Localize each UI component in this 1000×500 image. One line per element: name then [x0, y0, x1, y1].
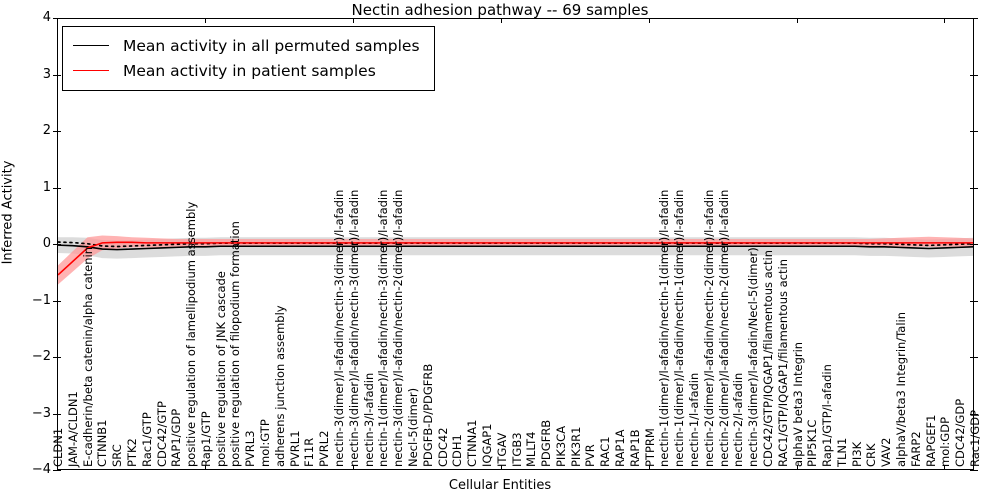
y-tick-label: 0	[42, 236, 51, 251]
plot-canvas	[58, 235, 973, 285]
y-tick-mark	[970, 357, 978, 358]
y-tick-mark	[53, 300, 61, 302]
y-tick-mark	[970, 244, 978, 245]
y-tick-mark	[53, 18, 61, 19]
y-tick-label: −1	[31, 292, 51, 308]
y-axis-label: Inferred Activity	[0, 160, 16, 265]
y-tick-mark	[970, 18, 978, 19]
y-tick-mark	[53, 413, 61, 415]
y-tick-mark	[970, 300, 978, 302]
y-tick-mark	[53, 187, 61, 189]
y-tick-label: 3	[42, 66, 51, 82]
y-tick-label: −2	[31, 349, 51, 364]
y-tick-mark	[970, 74, 978, 76]
legend-item: Mean activity in all permuted samples	[73, 33, 420, 58]
legend-line-swatch	[73, 70, 109, 71]
y-tick-mark	[53, 357, 61, 358]
legend-label: Mean activity in patient samples	[123, 61, 376, 80]
y-tick-mark	[970, 470, 978, 471]
y-tick-label: −3	[31, 405, 51, 421]
y-tick-label: 2	[42, 123, 51, 138]
y-tick-mark	[53, 244, 61, 245]
confidence-band	[58, 235, 973, 285]
plot-area	[57, 18, 974, 470]
series-line	[58, 244, 973, 251]
y-tick-mark	[970, 187, 978, 189]
y-tick-mark	[53, 131, 61, 132]
legend-line-swatch	[73, 45, 109, 46]
y-tick-mark	[53, 470, 61, 471]
y-tick-label: 1	[42, 179, 51, 195]
x-axis-label: Cellular Entities	[448, 478, 552, 493]
legend-item: Mean activity in patient samples	[73, 58, 420, 83]
series-line	[58, 241, 973, 276]
y-tick-mark	[53, 74, 61, 76]
y-tick-mark	[970, 131, 978, 132]
legend-label: Mean activity in all permuted samples	[123, 36, 420, 55]
y-tick-mark	[970, 413, 978, 415]
y-tick-label: 4	[42, 10, 51, 25]
chart-title: Nectin adhesion pathway -- 69 samples	[351, 1, 649, 19]
y-tick-label: −4	[31, 462, 51, 477]
